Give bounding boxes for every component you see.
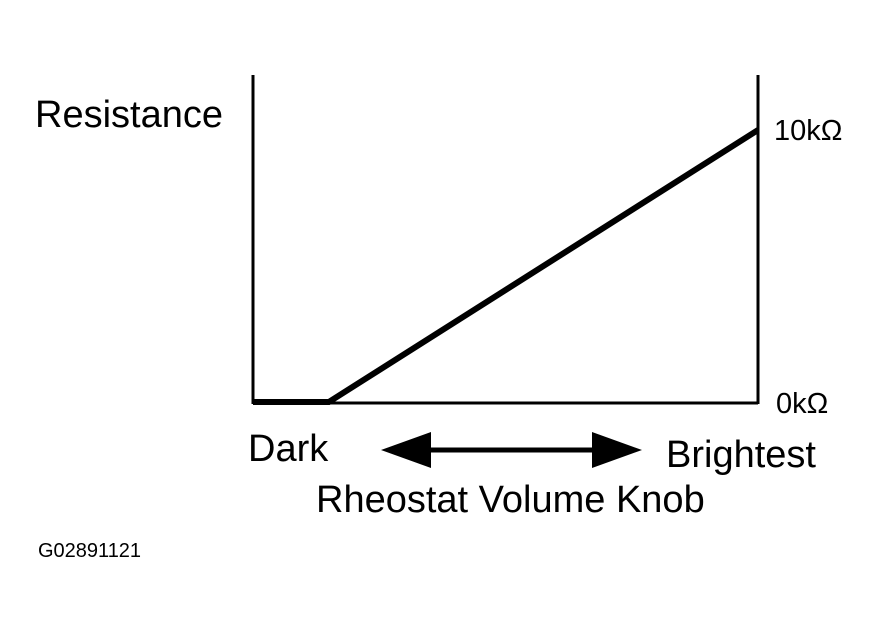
x-start-label: Dark (248, 428, 329, 470)
y-axis-label: Resistance (35, 94, 223, 136)
resistance-line (253, 127, 760, 405)
x-end-label: Brightest (666, 434, 816, 476)
y-tick-label-min: 0kΩ (776, 388, 828, 420)
double-arrow-icon (381, 432, 642, 468)
figure-id: G02891121 (38, 540, 141, 562)
x-axis-label: Rheostat Volume Knob (316, 479, 705, 521)
y-tick-label-max: 10kΩ (774, 115, 842, 147)
